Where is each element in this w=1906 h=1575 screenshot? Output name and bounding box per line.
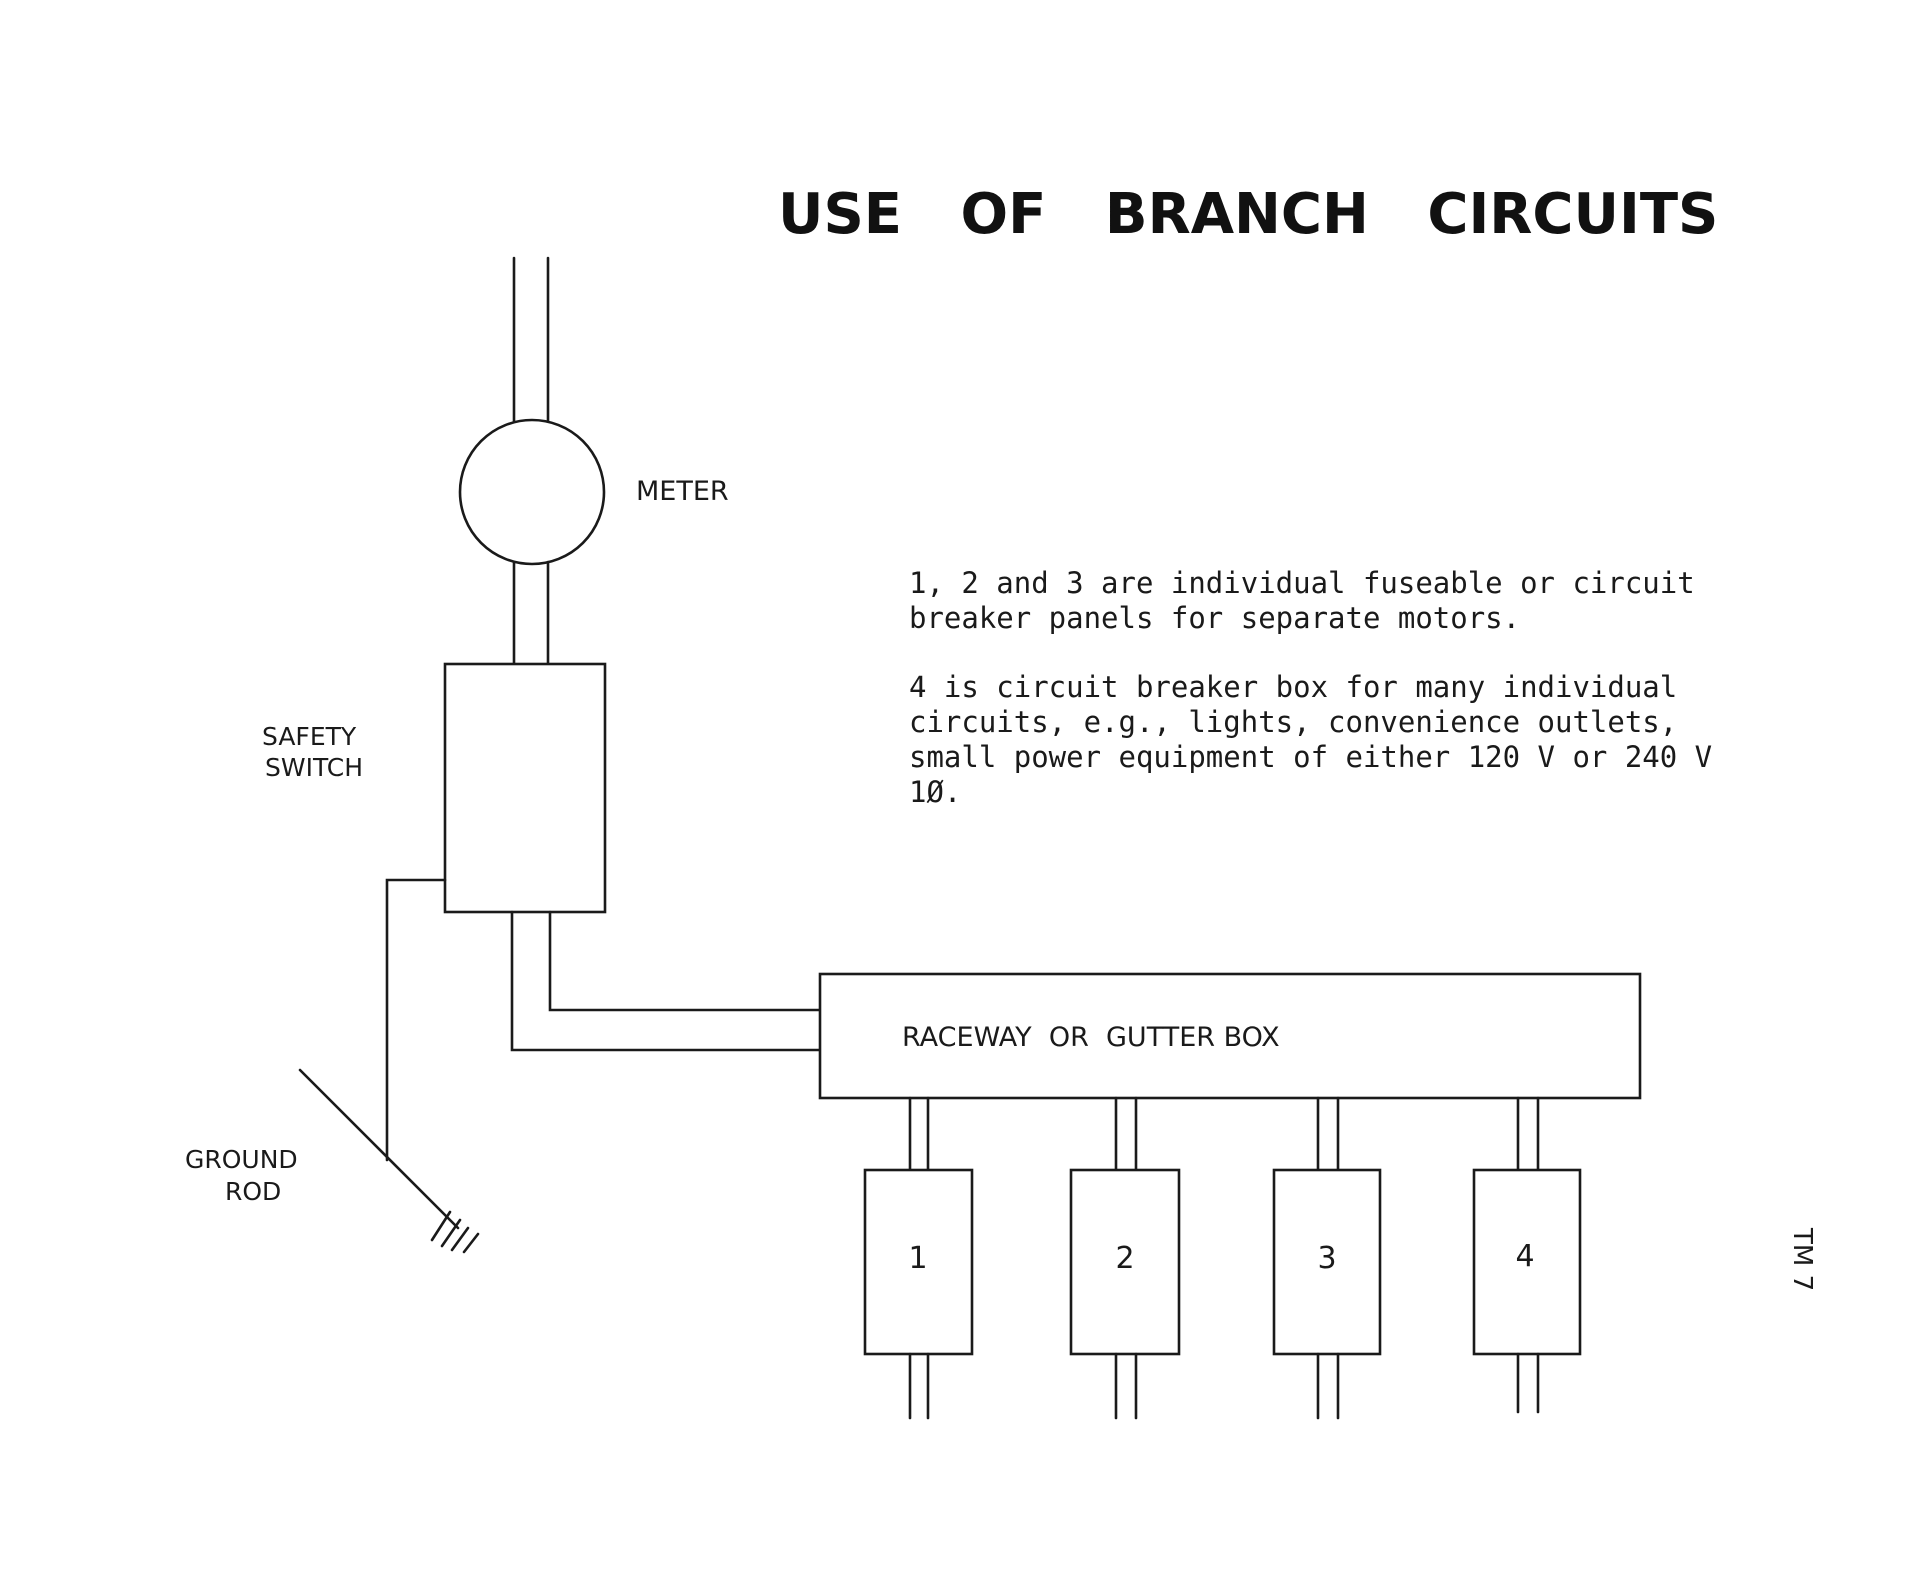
ground-hatch-1: [430, 1210, 452, 1242]
page-tag: TM 7: [1787, 1227, 1817, 1291]
panel-3-label: 3: [1317, 1241, 1336, 1276]
ground-rod-label-line1: GROUND: [185, 1145, 298, 1174]
ground-wire: [385, 878, 447, 1162]
ground-hatch-3: [450, 1226, 470, 1252]
panel-3-box: [1272, 1168, 1382, 1356]
note-2-line-3: small power equipment of either 120 V or…: [909, 740, 1712, 774]
safety-switch-box: [443, 662, 607, 914]
safety-switch-label-line1: SAFETY: [262, 722, 357, 751]
switch-to-raceway-wire-lower: [510, 910, 822, 1052]
panel-1-box: [863, 1168, 974, 1356]
note-1-line-2: breaker panels for separate motors.: [909, 601, 1520, 635]
note-1-line-1: 1, 2 and 3 are individual fuseable or ci…: [909, 566, 1695, 600]
panel-4-box: [1472, 1168, 1582, 1356]
note-2-line-1: 4 is circuit breaker box for many indivi…: [909, 670, 1677, 704]
safety-switch-label-line2: SWITCH: [265, 753, 363, 782]
ground-hatch-2: [440, 1218, 462, 1248]
ground-rod: [298, 1068, 460, 1230]
note-2-line-4: 1Ø.: [909, 775, 961, 809]
ground-hatch-4: [462, 1232, 480, 1254]
raceway-gutter-box: [818, 972, 1642, 1100]
panel-4-label: 4: [1515, 1239, 1534, 1274]
panel-2-label: 2: [1115, 1241, 1134, 1276]
ground-rod-label-line2: ROD: [225, 1177, 281, 1206]
page-title: USE OF BRANCH CIRCUITS: [778, 182, 1718, 247]
meter-label: METER: [636, 476, 729, 507]
switch-to-raceway-wire-upper: [548, 910, 822, 1012]
raceway-label: RACEWAY OR GUTTER BOX: [902, 1022, 1280, 1053]
note-2-line-2: circuits, e.g., lights, convenience outl…: [909, 705, 1677, 739]
panel-1-label: 1: [908, 1241, 927, 1276]
meter-symbol: [458, 418, 606, 566]
panel-2-box: [1069, 1168, 1181, 1356]
